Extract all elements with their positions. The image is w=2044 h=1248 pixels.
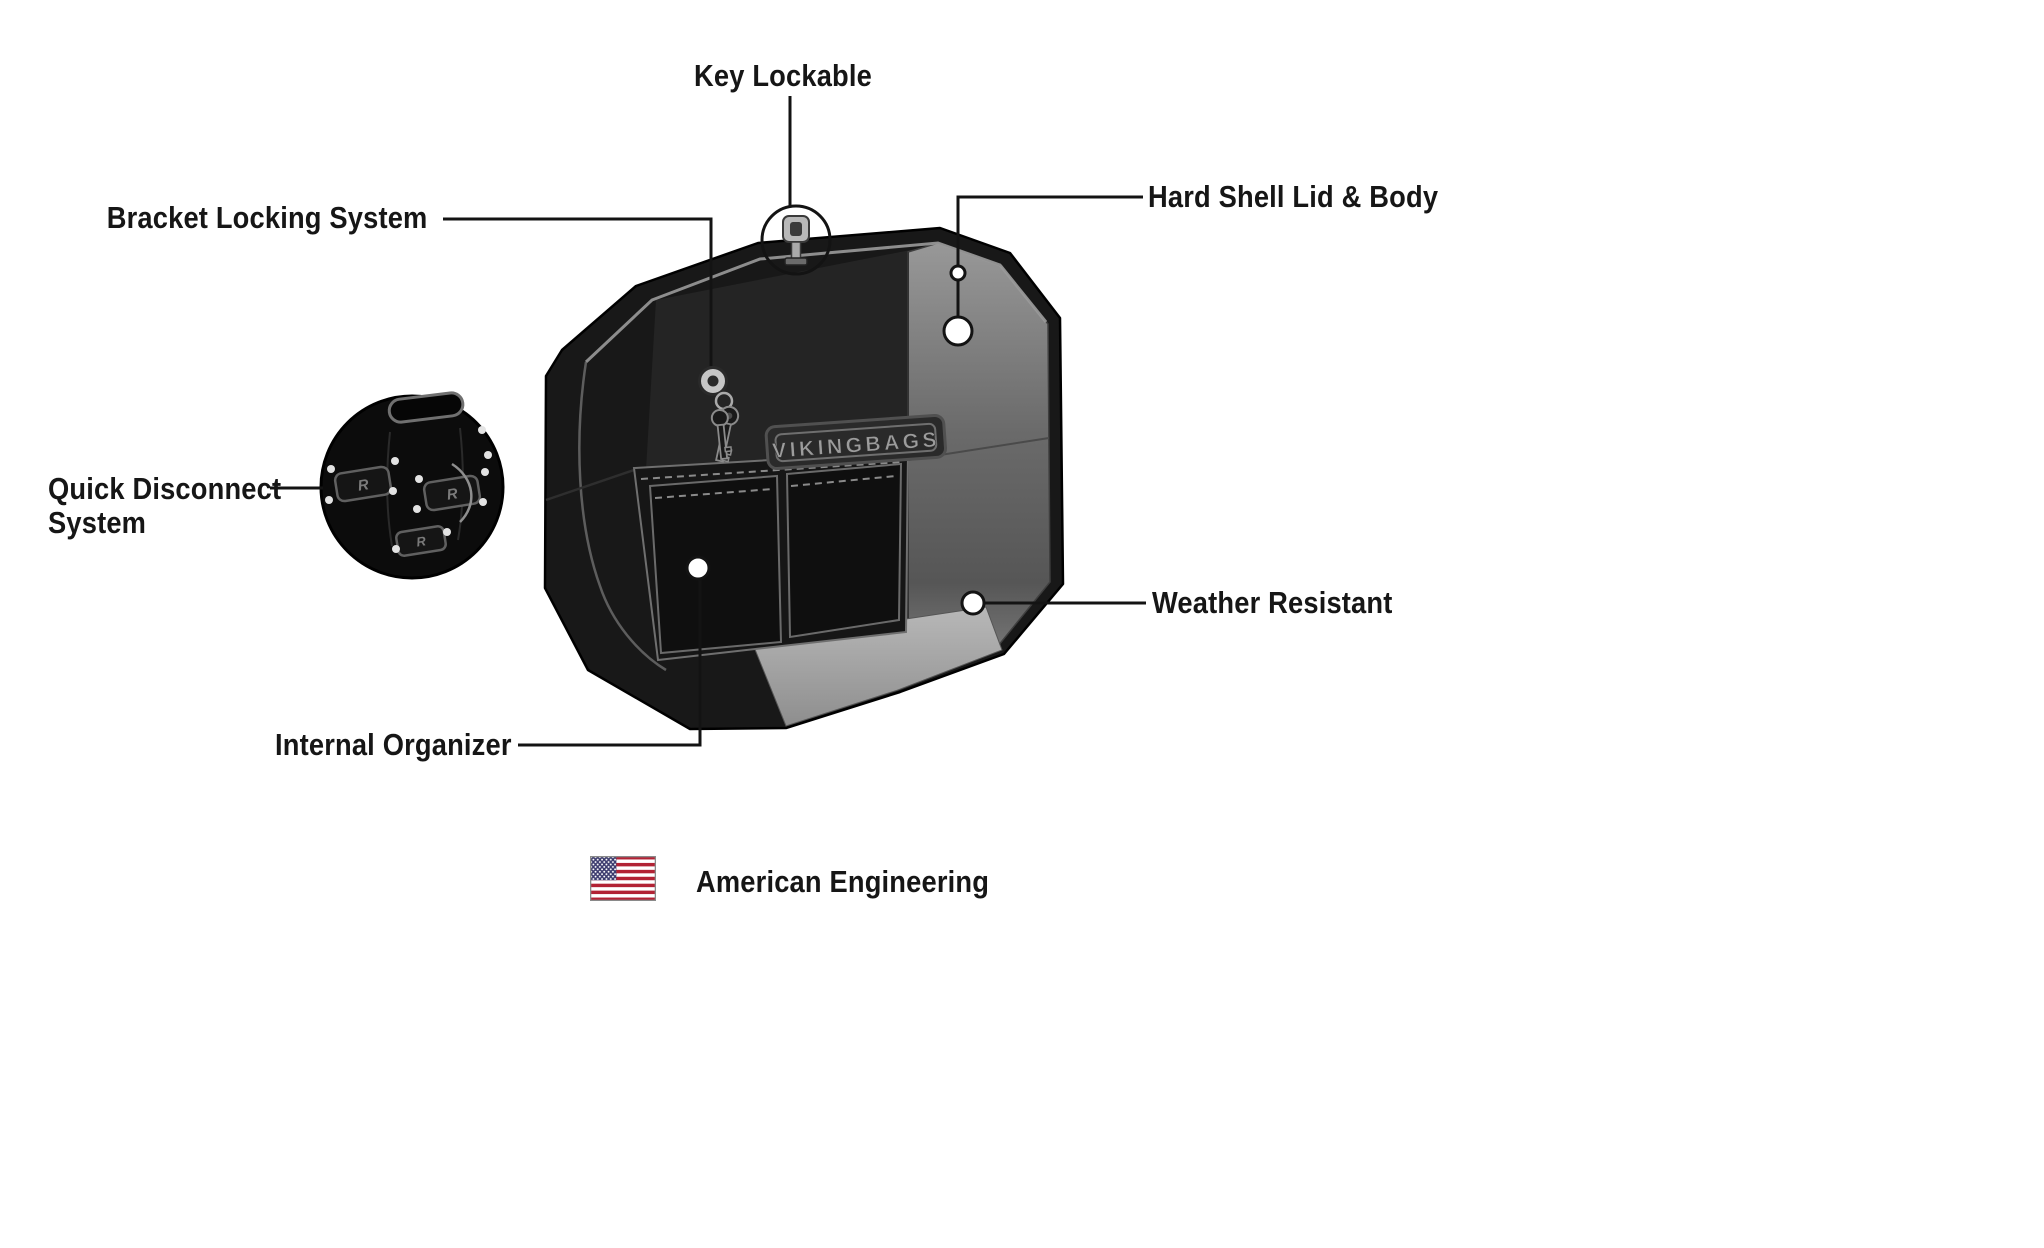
cable-wire (451, 462, 473, 523)
callout-label-line: System (48, 505, 147, 540)
top-key-icon (782, 215, 810, 266)
callout-line-internal-organizer (518, 579, 702, 747)
callout-label-line: Quick Disconnect (48, 471, 282, 506)
screw-dots (325, 426, 492, 553)
callout-label-weather-resistant: Weather Resistant (1152, 585, 1393, 620)
quick-disconnect-inset: R R R (319, 391, 505, 580)
callout-label-quick-disconnect-system: Quick Disconnect System (48, 472, 281, 540)
r-clip: R (422, 474, 482, 512)
handle-cutout (387, 391, 465, 424)
lid-rim (584, 241, 1048, 364)
callout-label-internal-organizer: Internal Organizer (275, 727, 512, 762)
vikingbags-badge: VIKINGBAGS (764, 413, 948, 471)
lock-keyhole (698, 366, 728, 396)
r-clip-mark: R (415, 533, 427, 549)
bag-illustration: VIKINGBAGS (543, 226, 1065, 731)
callout-label-bracket-locking-system: Bracket Locking System (106, 200, 427, 235)
callout-line-hard-shell (956, 195, 1143, 266)
callout-label-key-lockable: Key Lockable (693, 58, 872, 93)
front-flap-edge (578, 361, 667, 672)
r-clip-mark: R (446, 485, 460, 504)
organizer-pocket-right (785, 462, 903, 639)
marker-internal-organizer (685, 555, 711, 581)
r-clip-mark: R (357, 476, 371, 495)
r-clip: R (395, 525, 447, 557)
callout-markers (685, 264, 986, 616)
flap-seam (545, 466, 641, 502)
callout-line-bracket-locking (443, 217, 713, 366)
callout-label-hard-shell-lid-body: Hard Shell Lid & Body (1148, 179, 1439, 214)
internal-organizer-pockets (632, 450, 910, 662)
hanging-keys (710, 391, 740, 463)
organizer-pocket-left (648, 474, 783, 655)
key-callout-circle (760, 204, 832, 276)
r-clip: R (333, 465, 393, 503)
us-flag-icon (590, 856, 656, 901)
marker-hard-shell-small (949, 264, 967, 282)
marker-hard-shell-large (942, 315, 974, 347)
marker-weather-resistant (960, 590, 986, 616)
footer-label-american-engineering: American Engineering (696, 864, 990, 899)
callout-lines (270, 96, 1146, 747)
key-callout (760, 204, 832, 276)
